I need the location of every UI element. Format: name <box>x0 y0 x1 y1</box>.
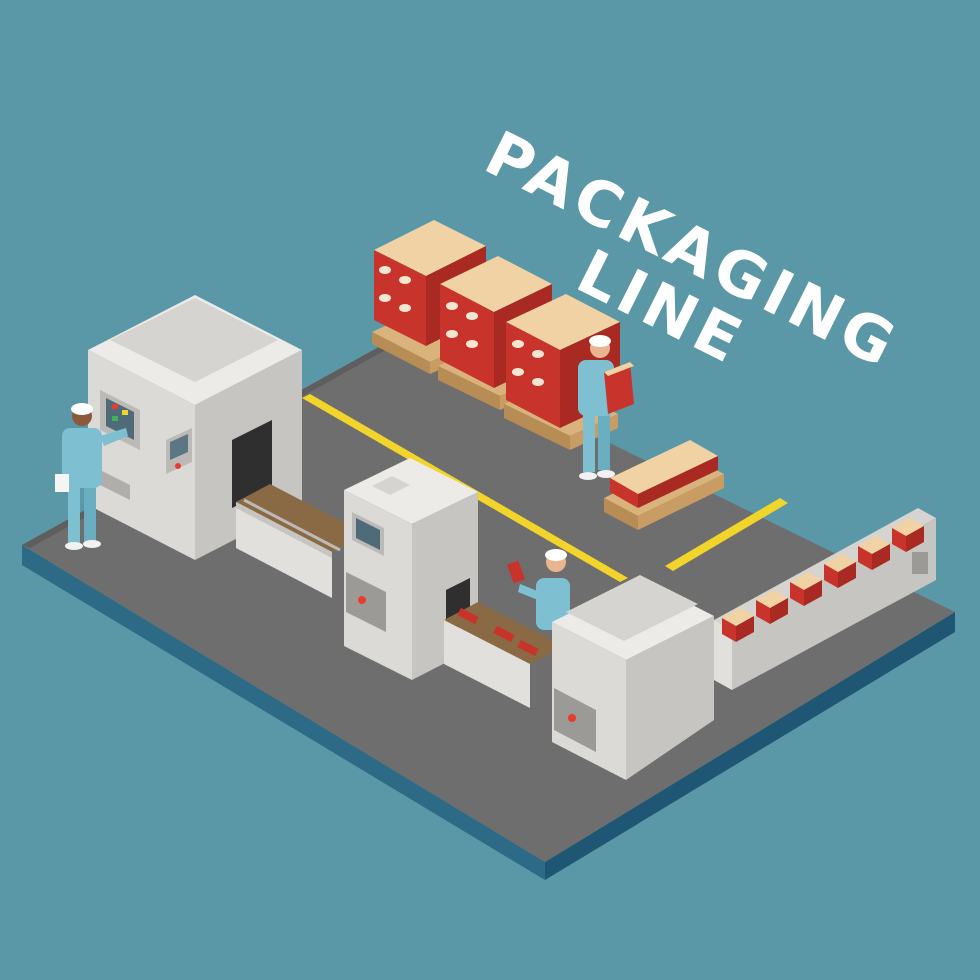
yellow-stripe <box>665 498 788 571</box>
output-boxes <box>722 518 924 642</box>
small-pallet <box>604 440 724 530</box>
worker-inspector <box>506 549 570 630</box>
box-labels <box>379 266 544 386</box>
output-conveyor <box>714 508 936 690</box>
conveyor-belt <box>444 602 564 708</box>
conveyor-belt <box>236 484 366 598</box>
platform-right-edge <box>545 612 955 880</box>
platform-left-edge <box>22 545 545 880</box>
packing-machine-right <box>552 575 714 780</box>
worker-operator <box>55 403 128 550</box>
worker-carrying-box <box>578 335 634 480</box>
